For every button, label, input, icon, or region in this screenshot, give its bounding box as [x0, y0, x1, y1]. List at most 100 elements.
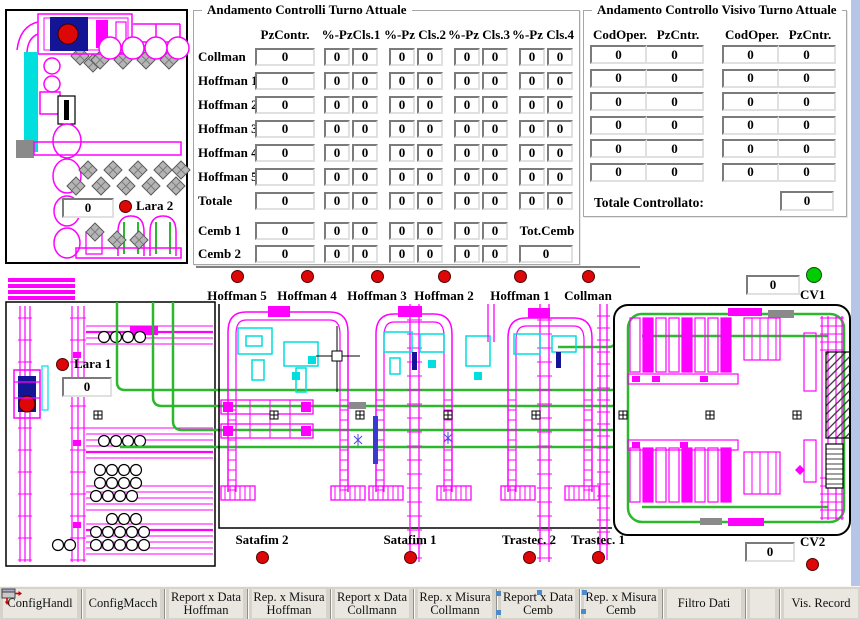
class-value-field: 0: [352, 168, 378, 186]
class-value-field: 0: [417, 168, 443, 186]
button-label-2: Hoffman: [266, 602, 312, 617]
minimap-drawing: [5, 9, 191, 264]
button-label: Report x Data: [336, 589, 408, 604]
pzcontr-field: 0: [255, 96, 315, 114]
toolbar-separator: [496, 588, 497, 619]
selection-handle[interactable]: [582, 590, 587, 595]
class-value-field: 0: [482, 72, 508, 90]
station-hoffman-3: Hoffman 3: [332, 270, 422, 304]
column-header: CodOper.: [724, 27, 780, 42]
class-value-field: 0: [352, 96, 378, 114]
row-label-cemb-2: Cemb 2: [198, 246, 241, 261]
row-label-hoffman-1: Hoffman 1: [198, 73, 258, 88]
total-checked-label: Totale Controllato:: [594, 195, 704, 210]
class-value-field: 0: [547, 168, 573, 186]
station-trastec-1: Trastec. 1: [553, 532, 643, 569]
button-label-2: Cemb: [606, 602, 636, 617]
lara1-label: Lara 1: [74, 356, 112, 371]
class-value-field: 0: [352, 222, 378, 240]
button-label: Filtro Dati: [677, 596, 731, 610]
codoper-field: 0: [722, 115, 779, 135]
pzcntr-field: 0: [779, 162, 836, 182]
pzcontr-field: 0: [255, 245, 315, 263]
toolbar-separator: [779, 588, 780, 619]
selection-handle[interactable]: [496, 610, 501, 615]
class-value-field: 0: [324, 96, 350, 114]
row-label-totale: Totale: [198, 193, 233, 208]
codoper-field: 0: [590, 162, 647, 182]
groupbox-title: Andamento Controlli Turno Attuale: [202, 2, 412, 18]
column-header: PzCntr.: [788, 27, 832, 42]
class-value-field: 0: [324, 48, 350, 66]
class-value-field: 0: [352, 72, 378, 90]
class-value-field: 0: [324, 245, 350, 263]
toolbar-button-confighandl[interactable]: ConfigHandl: [3, 589, 77, 618]
pzcontr-field: 0: [255, 192, 315, 210]
selection-handle[interactable]: [496, 591, 501, 596]
cv2-label: CV2: [800, 534, 826, 549]
button-label: ConfigHandl: [7, 596, 73, 610]
station-label: Hoffman 3: [347, 288, 407, 303]
station-trastec-2: Trastec. 2: [484, 532, 574, 569]
station-status-dot: [513, 270, 527, 283]
selection-handle[interactable]: [537, 590, 542, 595]
toolbar-button-vis-record[interactable]: Vis. Record: [784, 589, 858, 618]
class-value-field: 0: [519, 96, 545, 114]
pzcntr-field: 0: [647, 139, 704, 158]
window-export-icon-button[interactable]: [1, 588, 775, 618]
class-value-field: 0: [389, 120, 415, 138]
class-value-field: 0: [547, 72, 573, 90]
class-value-field: 0: [417, 120, 443, 138]
station-label: Trastec. 2: [502, 532, 556, 547]
cv1-count-field: 0: [746, 275, 800, 295]
toolbar-button-filtro-dati[interactable]: Filtro Dati: [667, 589, 741, 618]
class-value-field: 0: [482, 96, 508, 114]
class-value-field: 0: [417, 72, 443, 90]
class-value-field: 0: [519, 72, 545, 90]
class-value-field: 0: [352, 144, 378, 162]
class-value-field: 0: [482, 168, 508, 186]
class-value-field: 0: [389, 96, 415, 114]
toolbar-separator: [745, 588, 746, 619]
button-label: Rep. x Misura: [585, 589, 657, 604]
station-label: Hoffman 4: [277, 288, 337, 303]
pzcntr-field: 0: [647, 92, 704, 111]
selection-handle[interactable]: [581, 609, 586, 614]
station-hoffman-4: Hoffman 4: [262, 270, 352, 304]
station-label: Hoffman 2: [414, 288, 474, 303]
cv1-status-dot: [806, 267, 822, 283]
class-value-field: 0: [352, 48, 378, 66]
toolbar-button-configmacch[interactable]: ConfigMacch: [86, 589, 160, 618]
button-label: Rep. x Misura: [419, 589, 491, 604]
lara1-status-dot: [56, 358, 69, 371]
station-status-dot: [437, 270, 451, 283]
row-label-hoffman-4: Hoffman 4: [198, 145, 258, 160]
class-value-field: 0: [324, 192, 350, 210]
station-label: Collman: [564, 288, 612, 303]
